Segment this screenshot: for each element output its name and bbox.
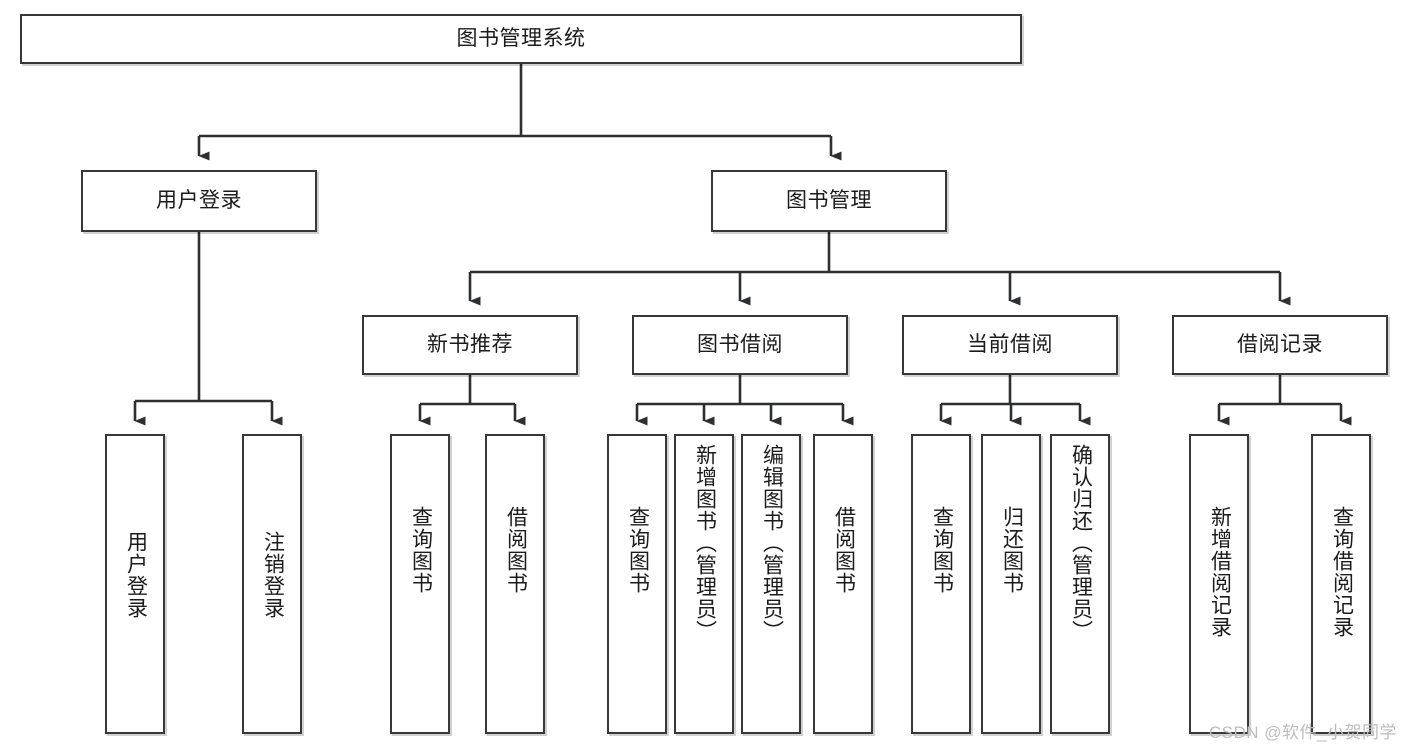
node-user-login-label: 用户登录 xyxy=(156,189,242,213)
leaf-query-book-1[interactable]: 查询图书 xyxy=(390,434,450,734)
watermark-text: CSDN @软件_小贺同学 xyxy=(1208,723,1397,742)
leaf-borrow-book-2-label: 借阅图书 xyxy=(832,506,856,594)
node-current-borrow-label: 当前借阅 xyxy=(967,333,1053,357)
leaf-borrow-book-2[interactable]: 借阅图书 xyxy=(813,434,873,734)
node-new-book-recommend-label: 新书推荐 xyxy=(427,333,513,357)
leaf-borrow-book-1[interactable]: 借阅图书 xyxy=(485,434,545,734)
leaf-confirm-return[interactable]: 确认归还（管理员） xyxy=(1050,434,1110,734)
node-book-borrow[interactable]: 图书借阅 xyxy=(632,315,848,375)
leaf-add-borrow-record[interactable]: 新增借阅记录 xyxy=(1189,434,1249,734)
node-book-manage-label: 图书管理 xyxy=(786,189,872,213)
leaf-query-book-2-label: 查询图书 xyxy=(626,506,650,594)
node-new-book-recommend[interactable]: 新书推荐 xyxy=(362,315,578,375)
node-borrow-record-label: 借阅记录 xyxy=(1237,333,1323,357)
leaf-confirm-return-label: 确认归还（管理员） xyxy=(1069,444,1093,642)
leaf-add-book-admin-label: 新增图书（管理员） xyxy=(693,444,717,642)
leaf-query-borrow-record-label: 查询借阅记录 xyxy=(1330,506,1354,638)
leaf-user-logout-label: 注销登录 xyxy=(261,531,285,619)
leaf-return-book-label: 归还图书 xyxy=(1000,506,1024,594)
node-root[interactable]: 图书管理系统 xyxy=(20,14,1022,64)
leaf-add-book-admin[interactable]: 新增图书（管理员） xyxy=(674,434,734,734)
leaf-user-login[interactable]: 用户登录 xyxy=(105,434,165,734)
node-current-borrow[interactable]: 当前借阅 xyxy=(902,315,1118,375)
leaf-query-borrow-record[interactable]: 查询借阅记录 xyxy=(1311,434,1371,734)
leaf-edit-book-admin[interactable]: 编辑图书（管理员） xyxy=(741,434,801,734)
node-borrow-record[interactable]: 借阅记录 xyxy=(1172,315,1388,375)
node-book-manage[interactable]: 图书管理 xyxy=(711,170,947,232)
node-book-borrow-label: 图书借阅 xyxy=(697,333,783,357)
leaf-query-book-1-label: 查询图书 xyxy=(409,506,433,594)
leaf-edit-book-admin-label: 编辑图书（管理员） xyxy=(760,444,784,642)
leaf-query-book-3[interactable]: 查询图书 xyxy=(911,434,971,734)
leaf-query-book-2[interactable]: 查询图书 xyxy=(607,434,667,734)
leaf-return-book[interactable]: 归还图书 xyxy=(981,434,1041,734)
leaf-add-borrow-record-label: 新增借阅记录 xyxy=(1208,506,1232,638)
leaf-query-book-3-label: 查询图书 xyxy=(930,506,954,594)
node-user-login[interactable]: 用户登录 xyxy=(81,170,317,232)
leaf-user-login-label: 用户登录 xyxy=(124,531,148,619)
node-root-label: 图书管理系统 xyxy=(456,27,586,51)
leaf-user-logout[interactable]: 注销登录 xyxy=(242,434,302,734)
leaf-borrow-book-1-label: 借阅图书 xyxy=(504,506,528,594)
